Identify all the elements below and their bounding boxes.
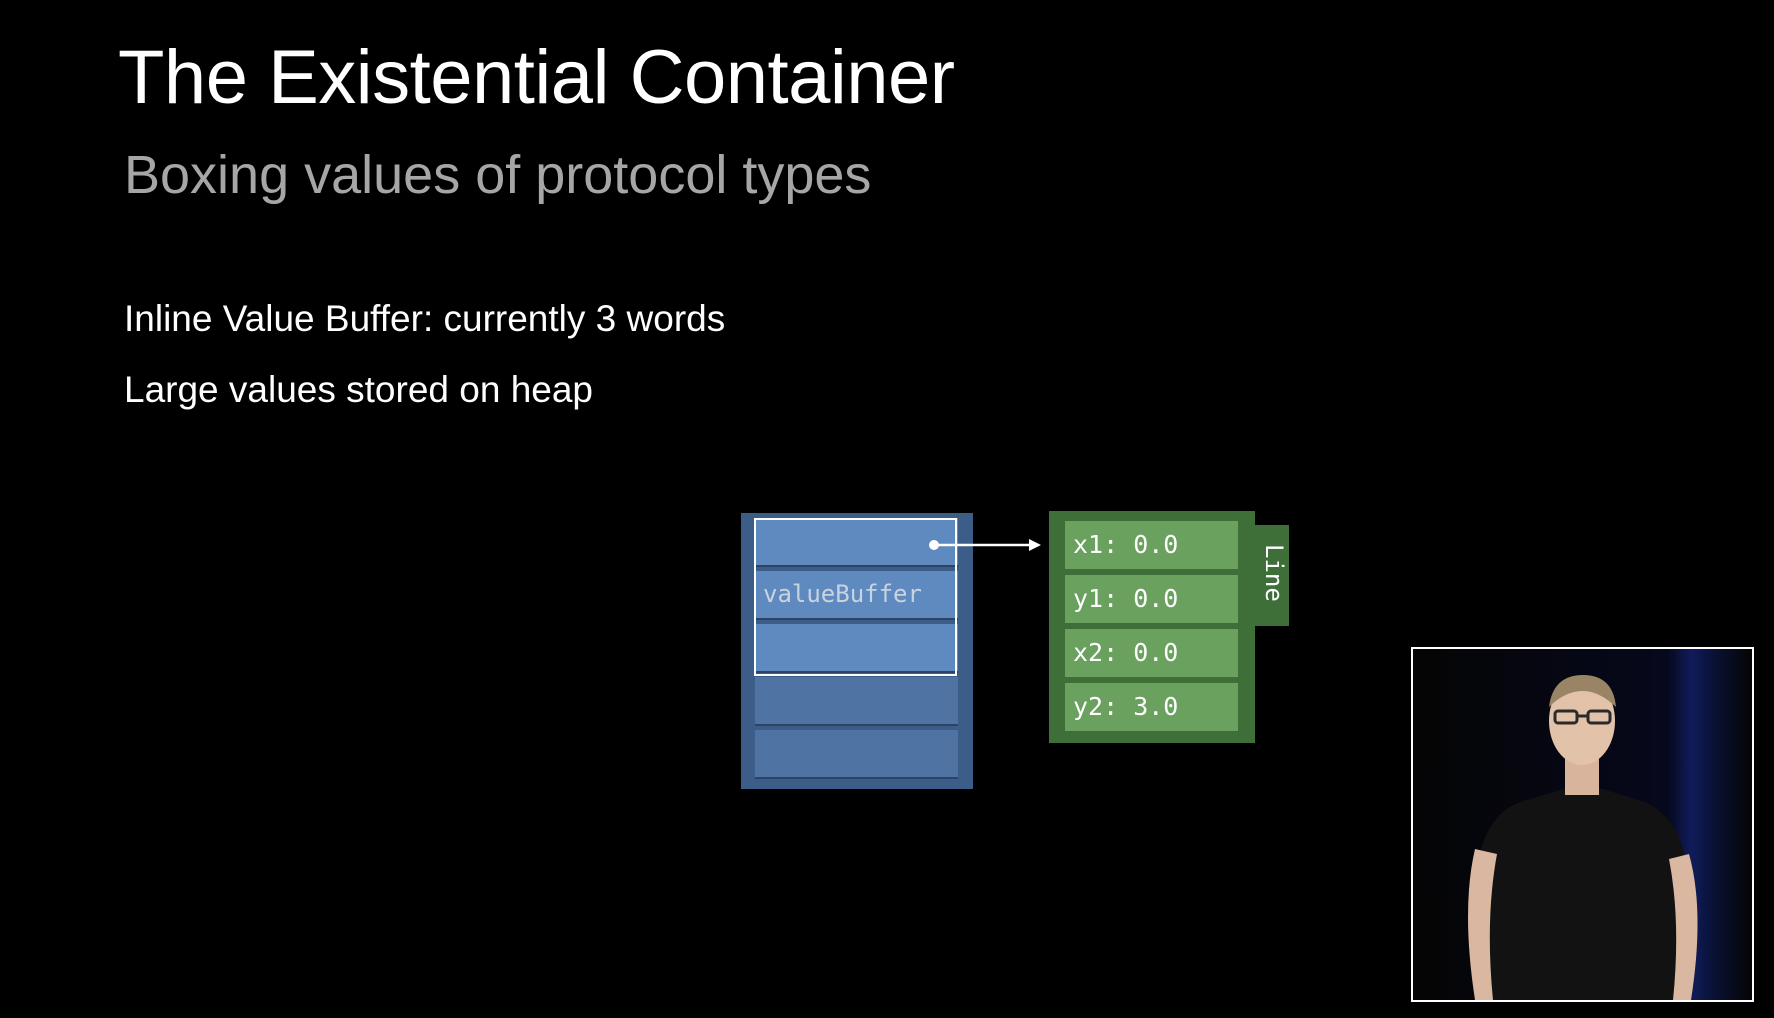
heap-type-tab: [1254, 525, 1289, 626]
presenter-video-inset: [1411, 647, 1754, 1002]
presenter-video-icon: [1413, 649, 1752, 1000]
buffer-word-2: [755, 571, 958, 620]
slide-subtitle: Boxing values of protocol types: [124, 145, 872, 205]
value-buffer-outline: [754, 518, 957, 676]
buffer-word-3: [755, 624, 958, 673]
buffer-word-1: [755, 518, 958, 567]
heap-field-x1: x1: 0.0: [1065, 521, 1238, 569]
existential-container: valueBuffer: [741, 513, 973, 789]
heap-field-y1: y1: 0.0: [1065, 575, 1238, 623]
bullet-inline-buffer: Inline Value Buffer: currently 3 words: [124, 298, 726, 339]
container-word-5: [755, 730, 958, 779]
heap-field-y2: y2: 3.0: [1065, 683, 1238, 731]
slide-title: The Existential Container: [118, 35, 955, 120]
heap-type-label: Line: [1260, 544, 1288, 602]
heap-field-x2: x2: 0.0: [1065, 629, 1238, 677]
heap-pointer-arrow: [929, 539, 1041, 551]
value-buffer-label: valueBuffer: [763, 580, 922, 608]
bullet-heap-storage: Large values stored on heap: [124, 369, 594, 410]
container-word-4: [755, 677, 958, 726]
heap-line-value: x1: 0.0 y1: 0.0 x2: 0.0 y2: 3.0: [1049, 511, 1255, 743]
